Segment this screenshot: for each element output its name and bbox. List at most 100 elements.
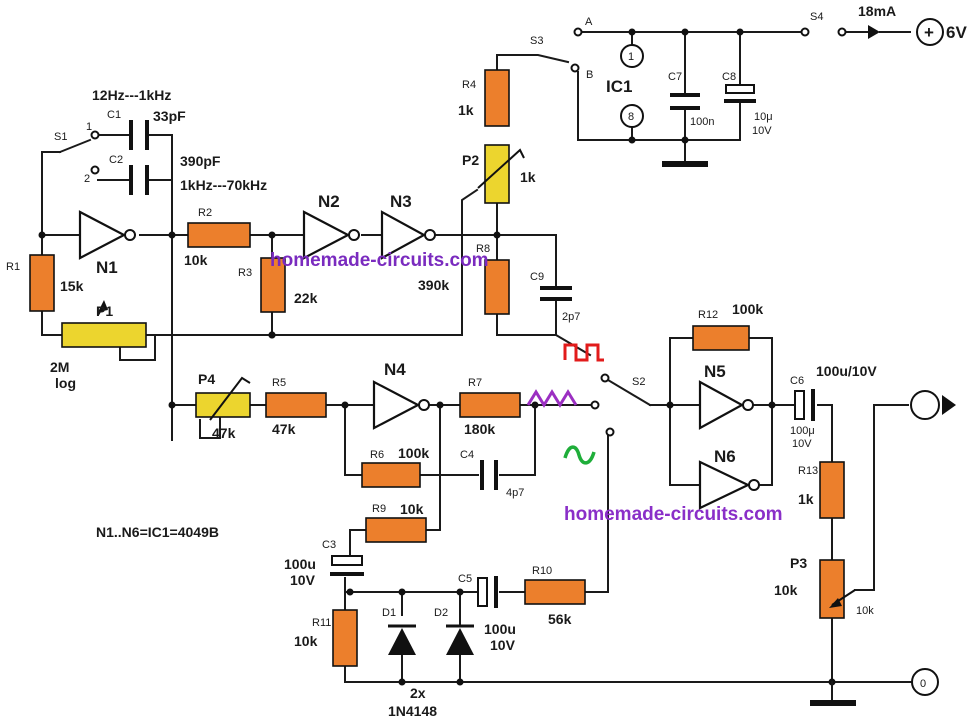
r11-value-label: 10k [294, 633, 318, 649]
r13-value-label: 1k [798, 491, 814, 507]
supply-arrow [868, 25, 880, 39]
r5-value-label: 47k [272, 421, 296, 437]
n2-label: N2 [318, 192, 340, 211]
triangle-wave-icon [526, 389, 578, 408]
square-wave-icon [563, 343, 604, 362]
c2-value-label: 390pF [180, 153, 221, 169]
r13-name-label: R13 [798, 465, 818, 477]
s1-pos1-label: 1 [86, 121, 92, 133]
ic1-name-label: IC1 [606, 77, 632, 96]
d1-diode [388, 628, 416, 655]
d2-diode [446, 628, 474, 655]
r4-value-label: 1k [458, 102, 474, 118]
r7-resistor [459, 392, 521, 418]
ground-terminal [911, 668, 939, 696]
c9-name-label: C9 [530, 271, 544, 283]
r7-name-label: R7 [468, 377, 482, 389]
s2-label: S2 [632, 376, 645, 388]
s1-label: S1 [54, 131, 67, 143]
watermark-top: homemade-circuits.com [270, 250, 489, 271]
diodes-type-label: 1N4148 [388, 703, 437, 719]
n5-label: N5 [704, 362, 726, 381]
r6-name-label: R6 [370, 449, 384, 461]
c5-voltage-label: 10V [490, 637, 516, 653]
ic1-pin8-label: 8 [628, 111, 634, 123]
ic1-pin1-label: 1 [628, 51, 634, 63]
capacitors [129, 84, 815, 608]
n3-label: N3 [390, 192, 412, 211]
p1-name-label: P1 [96, 303, 113, 319]
c8-voltage-label: 10V [752, 125, 772, 137]
inverters [78, 210, 760, 510]
c6-name-label: C6 [790, 375, 804, 387]
r10-name-label: R10 [532, 565, 552, 577]
current-label: 18mA [858, 3, 896, 19]
n3-inverter [380, 210, 427, 260]
p3-potentiometer [819, 559, 845, 619]
r5-resistor [265, 392, 327, 418]
s4-label: S4 [810, 11, 823, 23]
ic-note-label: N1..N6=IC1=4049B [96, 524, 219, 540]
r9-value-label: 10k [400, 501, 424, 517]
r1-value-label: 15k [60, 278, 84, 294]
r4-resistor [484, 69, 510, 127]
r5-name-label: R5 [272, 377, 286, 389]
supply-terminal [916, 18, 944, 46]
c4-name-label: C4 [460, 449, 474, 461]
r7-value-label: 180k [464, 421, 495, 437]
p3-name-label: P3 [790, 555, 807, 571]
c2-name-label: C2 [109, 154, 123, 166]
p4-value-label: 47k [212, 425, 236, 441]
r11-resistor [332, 609, 358, 667]
c3-name-label: C3 [322, 539, 336, 551]
n4-label: N4 [384, 360, 406, 379]
r2-name-label: R2 [198, 207, 212, 219]
ic1-pin-1 [620, 44, 644, 68]
diodes [388, 624, 474, 655]
c4-value-label: 4p7 [506, 487, 524, 499]
c6-small-value-label: 100μ [790, 425, 815, 437]
s3-a-label: A [585, 16, 593, 28]
r1-name-label: R1 [6, 261, 20, 273]
c7-name-label: C7 [668, 71, 682, 83]
ic1-pin-8 [620, 104, 644, 128]
c3-value-label: 100u [284, 556, 316, 572]
d2-label: D2 [434, 607, 448, 619]
c5-capacitor [477, 577, 488, 607]
s3-b-label: B [586, 69, 593, 81]
r10-value-label: 56k [548, 611, 572, 627]
r2-value-label: 10k [184, 252, 208, 268]
p3-small-value-label: 10k [856, 605, 874, 617]
c3-capacitor [331, 555, 363, 566]
d1-label: D1 [382, 607, 396, 619]
watermark-bottom: homemade-circuits.com [564, 504, 783, 525]
p3-value-label: 10k [774, 582, 798, 598]
c5-value-label: 100u [484, 621, 516, 637]
p1-taper-label: log [55, 375, 76, 391]
c5-name-label: C5 [458, 573, 472, 585]
c1-value-label: 33pF [153, 108, 186, 124]
n1-label: N1 [96, 258, 118, 277]
c9-value-label: 2p7 [562, 311, 580, 323]
p1-potentiometer [61, 322, 147, 348]
supply-sign-label: + [924, 23, 934, 42]
n2-inverter [302, 210, 351, 260]
r8-value-label: 390k [418, 277, 449, 293]
n1-inverter [78, 210, 127, 260]
r1-resistor [29, 254, 55, 312]
c3-voltage-label: 10V [290, 572, 316, 588]
n4-inverter [372, 380, 421, 430]
r9-resistor [365, 517, 427, 543]
r12-name-label: R12 [698, 309, 718, 321]
r11-name-label: R11 [312, 617, 331, 629]
c2-range-label: 1kHz---70kHz [180, 177, 267, 193]
supply-voltage-label: 6V [946, 23, 967, 42]
r2-resistor [187, 222, 251, 248]
c1-name-label: C1 [107, 109, 121, 121]
output-arrow-icon [942, 395, 956, 415]
r12-value-label: 100k [732, 301, 763, 317]
c8-capacitor [725, 84, 755, 94]
r8-name-label: R8 [476, 243, 490, 255]
r8-resistor [484, 259, 510, 315]
